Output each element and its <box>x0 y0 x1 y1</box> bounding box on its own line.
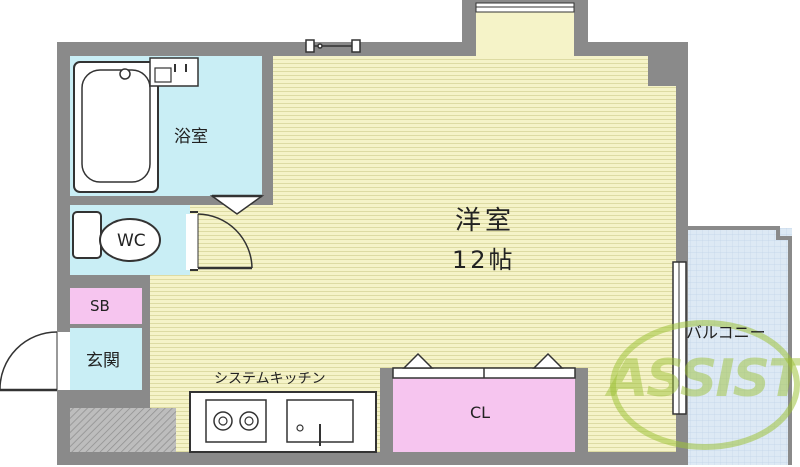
hatched-area <box>70 408 176 452</box>
wc-door-swing <box>197 213 253 269</box>
bath-label: 浴室 <box>174 127 208 147</box>
closet-label: CL <box>470 403 491 422</box>
entry-opening <box>57 332 70 390</box>
shoe-box-label: SB <box>90 297 110 315</box>
western-room-size: 12帖 <box>452 246 516 274</box>
shoe-box <box>70 288 142 324</box>
watermark-text: ASSIST <box>608 349 800 409</box>
north-window-opening <box>476 6 574 58</box>
ceiling-fixture-icon <box>305 39 361 53</box>
entry-door-swing <box>0 331 58 390</box>
bathtub-inner <box>81 69 151 183</box>
toilet-label: WC <box>117 231 146 251</box>
corner-pillar <box>648 56 676 86</box>
balcony-rail <box>688 226 792 465</box>
kitchen-label: システムキッチン <box>214 371 326 387</box>
western-room-label: 洋室 <box>455 206 516 236</box>
closet <box>393 378 575 452</box>
entrance-label: 玄関 <box>86 351 120 371</box>
toilet-tank <box>72 211 102 259</box>
balcony-label: バルコニー <box>686 323 766 342</box>
entrance-floor <box>70 328 142 390</box>
watermark-logo <box>610 320 800 450</box>
toilet-bowl <box>99 218 161 262</box>
